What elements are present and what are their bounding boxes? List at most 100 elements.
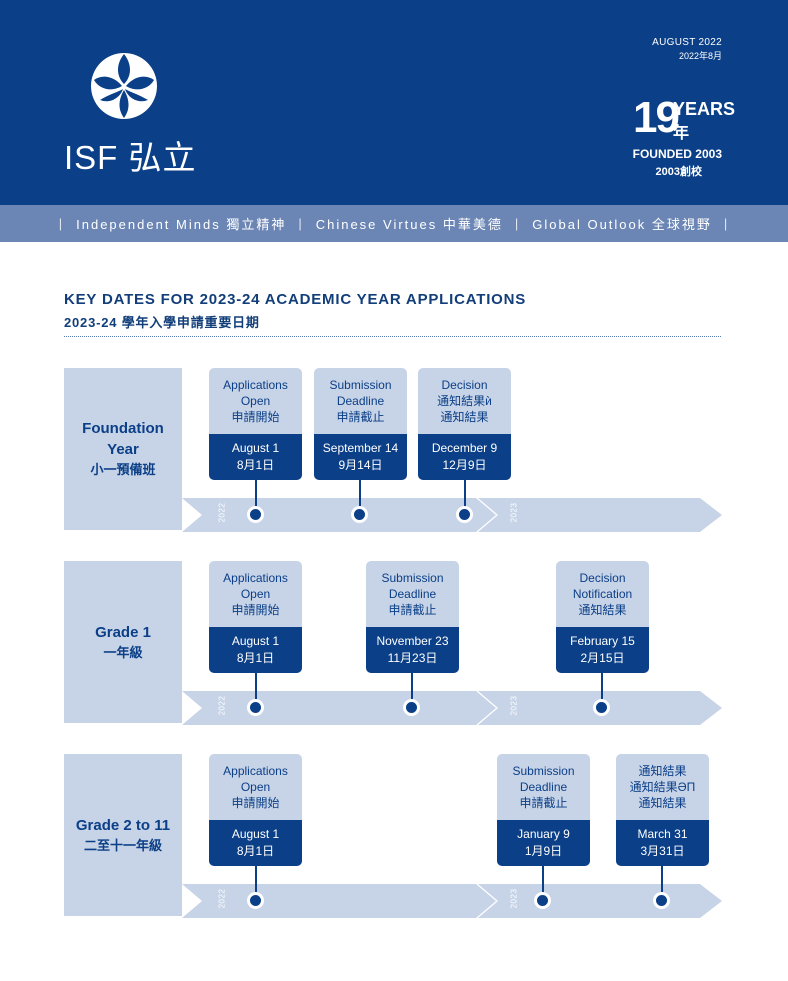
card-date-zh: 9月14日 xyxy=(338,458,383,472)
date-card-decision: Decision 通知結果ѝ 通知結果 December 9 12月9日 xyxy=(418,368,511,480)
timeline-stem xyxy=(359,480,361,510)
card-event-line: Applications xyxy=(223,378,288,392)
grade-name-en: Grade 2 to 11 xyxy=(75,816,171,834)
grade-name-zh: 一年級 xyxy=(103,644,143,660)
motto-band: | Independent Minds 獨立精神 | Chinese Virtu… xyxy=(0,205,788,242)
section-title-en: KEY DATES FOR 2023-24 ACADEMIC YEAR APPL… xyxy=(64,291,527,308)
date-card-submission-deadline: Submission Deadline 申請截止 September 14 9月… xyxy=(314,368,407,480)
card-date-en: February 15 xyxy=(570,634,635,648)
card-event-line: Submission xyxy=(381,571,444,585)
motto-global-outlook: Global Outlook 全球視野 xyxy=(532,217,712,232)
section-title-zh: 2023-24 學年入學申請重要日期 xyxy=(64,315,260,330)
date-card-submission-deadline: Submission Deadline 申請截止 November 23 11月… xyxy=(366,561,459,673)
date-card-applications-open: Applications Open 申請開始 August 1 8月1日 xyxy=(209,368,302,480)
card-date-en: March 31 xyxy=(637,827,688,841)
year-start-label: 2022 xyxy=(217,695,227,716)
grade-name-zh: 二至十一年級 xyxy=(83,837,162,853)
card-event-line: 申請開始 xyxy=(231,796,280,810)
card-event: Applications Open 申請開始 xyxy=(209,561,302,627)
date-card-applications-open: Applications Open 申請開始 August 1 8月1日 xyxy=(209,754,302,866)
isf-flower-logo-icon xyxy=(91,53,157,119)
card-event-line: Submission xyxy=(329,378,392,392)
card-date: March 31 3月31日 xyxy=(616,820,709,866)
motto-independent-minds: Independent Minds 獨立精神 xyxy=(76,217,287,232)
card-event-line: Open xyxy=(240,394,271,408)
timeline-stem xyxy=(661,866,663,896)
card-event-line: Notification xyxy=(572,587,633,601)
card-date: February 15 2月15日 xyxy=(556,627,649,673)
year-end-label: 2023 xyxy=(509,502,519,523)
timeline-dot xyxy=(593,699,610,716)
card-date-zh: 8月1日 xyxy=(236,458,275,472)
issue-date-zh: 2022年8月 xyxy=(678,51,722,61)
card-event-line: Deadline xyxy=(388,587,437,601)
card-date-en: November 23 xyxy=(376,634,449,648)
card-date-en: December 9 xyxy=(431,441,498,455)
card-date: August 1 8月1日 xyxy=(209,820,302,866)
years-word-zh: 年 xyxy=(673,125,690,142)
timeline-stem xyxy=(255,866,257,896)
card-event-line: 申請截止 xyxy=(388,603,437,617)
header-banner: ISF 弘立 AUGUST 2022 2022年8月 19 YEARS 年 FO… xyxy=(0,0,788,205)
timeline-dot xyxy=(247,892,264,909)
title-divider xyxy=(64,336,721,337)
card-event-line: Submission xyxy=(512,764,575,778)
card-event: Applications Open 申請開始 xyxy=(209,754,302,820)
card-event: Submission Deadline 申請截止 xyxy=(366,561,459,627)
timeline-arrow xyxy=(182,498,722,532)
timeline-stem xyxy=(411,673,413,703)
card-date-zh: 11月23日 xyxy=(387,651,438,665)
timeline-stem xyxy=(255,480,257,510)
card-event: Submission Deadline 申請截止 xyxy=(497,754,590,820)
year-end-label: 2023 xyxy=(509,888,519,909)
timeline-dot xyxy=(351,506,368,523)
date-card-decision-notification: Decision Notification 通知結果 February 15 2… xyxy=(556,561,649,673)
years-number: 19 xyxy=(633,93,680,142)
card-date-zh: 3月31日 xyxy=(640,844,685,858)
card-date-zh: 12月9日 xyxy=(442,458,487,472)
year-start-label: 2022 xyxy=(217,502,227,523)
card-event-line: Applications xyxy=(223,571,288,585)
card-event-line: Decision xyxy=(579,571,626,585)
card-date: September 14 9月14日 xyxy=(314,434,407,480)
card-date-zh: 8月1日 xyxy=(236,651,275,665)
card-event-line: Deadline xyxy=(336,394,385,408)
grade-name-zh: 小一預備班 xyxy=(90,462,156,477)
grade-name-en: Foundation Year xyxy=(82,420,164,458)
card-date-en: September 14 xyxy=(322,441,399,455)
card-event: Decision 通知結果ѝ 通知結果 xyxy=(418,368,511,434)
issue-date-en: AUGUST 2022 xyxy=(652,37,722,48)
grade-box-foundation-year: Foundation Year 小一預備班 xyxy=(64,368,182,530)
timeline-stem xyxy=(542,866,544,896)
card-event-line: 通知結果 xyxy=(638,796,687,810)
timeline-stem xyxy=(601,673,603,703)
card-date-zh: 1月9日 xyxy=(524,844,563,858)
motto-separator: | xyxy=(514,216,521,231)
card-event-line: 申請開始 xyxy=(231,410,280,424)
card-date-en: January 9 xyxy=(517,827,570,841)
card-date-en: August 1 xyxy=(231,827,280,841)
card-event-line: 申請開始 xyxy=(231,603,280,617)
card-event-line: 申請截止 xyxy=(336,410,385,424)
card-event-line: 通知結果 xyxy=(440,410,489,424)
card-event: 通知結果 通知結果ƏΠ 通知結果 xyxy=(616,754,709,820)
timeline-dot xyxy=(247,699,264,716)
card-event-line: 申請截止 xyxy=(519,796,568,810)
card-event-line: 通知結果ƏΠ xyxy=(629,780,696,794)
timeline-dot xyxy=(653,892,670,909)
card-date: November 23 11月23日 xyxy=(366,627,459,673)
year-start-label: 2022 xyxy=(217,888,227,909)
card-date-en: August 1 xyxy=(231,634,280,648)
grade-box-grade-1: Grade 1 一年級 xyxy=(64,561,182,723)
motto-separator: | xyxy=(298,216,304,231)
motto-separator: | xyxy=(58,216,65,231)
timeline-dot xyxy=(403,699,420,716)
card-date: August 1 8月1日 xyxy=(209,434,302,480)
card-event-line: Open xyxy=(240,587,271,601)
years-word: YEARS xyxy=(673,99,736,119)
founded-zh: 2003創校 xyxy=(655,166,702,178)
card-event: Submission Deadline 申請截止 xyxy=(314,368,407,434)
timeline-dot xyxy=(534,892,551,909)
date-card-notification: 通知結果 通知結果ƏΠ 通知結果 March 31 3月31日 xyxy=(616,754,709,866)
